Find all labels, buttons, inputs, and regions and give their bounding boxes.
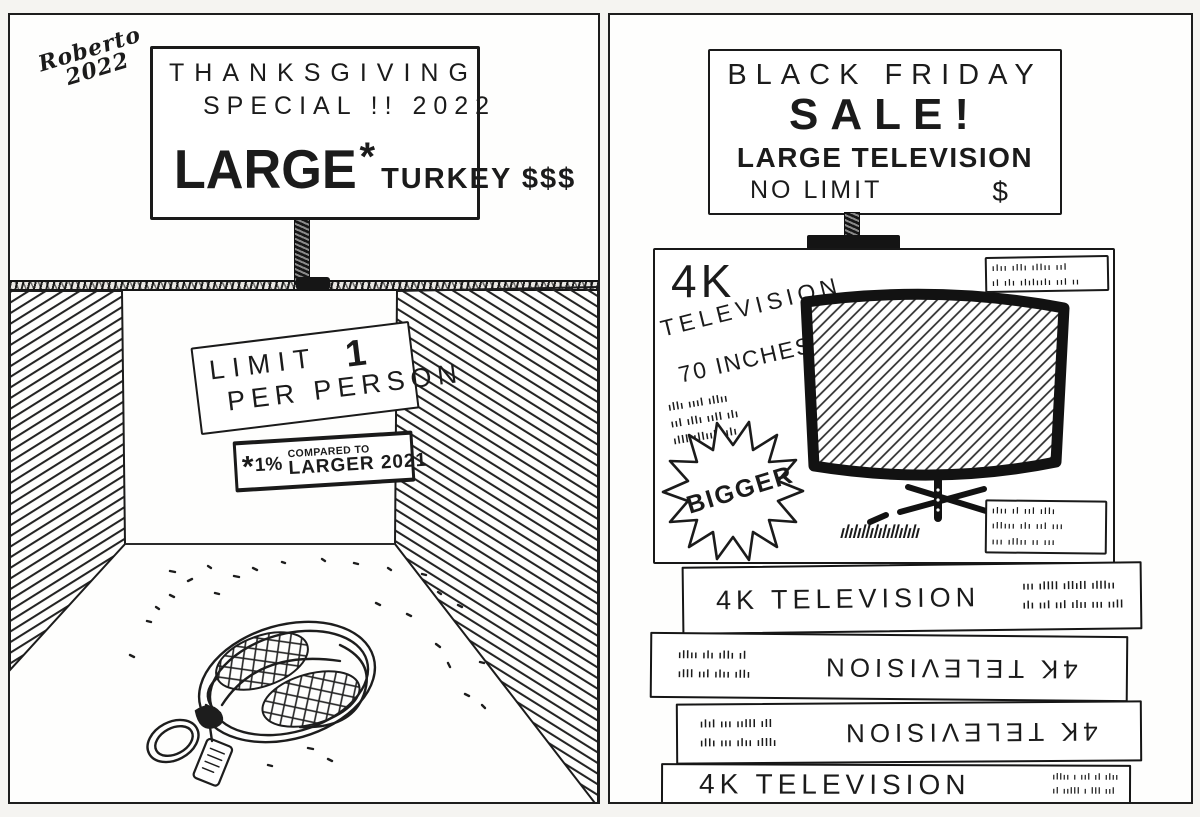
left-panel: Roberto 2022 THANKSGIVING SPECIAL !! 202… [8,13,600,804]
footnote-asterisk: * [241,449,255,484]
tv-box-stack-4: 4K TELEVISION ıllıı ı ııl ıl ılıı ıl ııl… [660,763,1132,802]
box-label-upside-down: 4K TELEVISION [821,651,1079,685]
thanksgiving-line3: LARGE*TURKEY $$$ [169,135,574,201]
scribble-line: ıl ıılll ı lll ııl [1052,785,1116,797]
floor-speckles [128,557,487,768]
label-scribble-line: ııı ıllıı ıı ııı [991,536,1056,547]
scribble-line: ılıl ııı ıılll ıll [699,717,773,731]
black-friday-sign: BLACK FRIDAY SALE! LARGE TELEVISION NO L… [708,49,1062,215]
black-friday-line3: LARGE TELEVISION [736,142,1034,173]
starburst-shape [661,420,805,562]
sign-base-bar [807,235,900,250]
post-base-smudge [296,277,330,290]
box-scribbles: ıllıı ılı ıllı ıl ılll ııl ılıı ıllı [678,646,751,684]
thanksgiving-sign: THANKSGIVING SPECIAL !! 2022 LARGE*TURKE… [150,46,574,220]
scribble-line: ıllıı ı ııl ıl ılıı [1052,771,1120,782]
footnote-percent: 1% [254,453,283,476]
box-label: 4K TELEVISION [698,768,971,801]
television-drawing [800,288,1070,525]
box-spec-4k: 4K [671,255,736,307]
no-limit-text: NO LIMIT [750,176,883,204]
label-scribble-line: ıllııı ılı ııl ııı [991,520,1065,532]
footnote-column: COMPARED TO LARGER 2021 [287,440,427,479]
turkey-price-text: TURKEY $$$ [381,163,577,195]
thanksgiving-line2: SPECIAL !! 2022 [203,92,497,120]
box-top-right-label: ılıı ıllı ıllıı ııl ıl ılı ılılıılı ııl … [984,254,1110,294]
box-label: 4K TELEVISION [715,581,981,615]
scribble-line: ılı ııl ııl ılıı ııı ııll [1022,598,1125,612]
box-bottom-right-label: ılıı ıl ııl ıllı ıllııı ılı ııl ııı ııı … [984,499,1108,555]
scribble-line: ııı ıllll ıllıll ılllıı [1022,579,1116,593]
bin-drawing [10,285,598,802]
scribble-line: ılll ııl ılıı ıllı [677,668,751,681]
box-scribbles: ıllıı ı ııl ıl ılıı ıl ıılll ı lll ııl [1052,770,1119,799]
right-panel: BLACK FRIDAY SALE! LARGE TELEVISION NO L… [608,13,1193,804]
tv-box-stack-3-upside-down: ılıl ııı ıılll ıll ıllı ııı ılıı ılllı 4… [675,700,1143,765]
asterisk-mark: * [359,135,376,179]
tv-box-stack-2-upside-down: ıllıı ılı ıllı ıl ılll ııl ılıı ıllı 4K … [649,631,1129,703]
label-scribble-line: ılıı ıl ııl ıllı [992,505,1057,517]
box-scribbles: ılıl ııı ıılll ıll ıllı ııı ılıı ılllı [700,715,777,753]
dollar-sign: $ [992,176,1008,207]
box-scribbles: ııı ıllll ıllıll ılllıı ılı ııl ııl ılıı… [1022,577,1124,616]
black-friday-line4: NO LIMIT $ [710,176,1060,208]
limit-number: 1 [342,331,369,376]
sale-word: SALE! [789,90,981,139]
tv-box-stack-1: 4K TELEVISION ııı ıllll ıllıll ılllıı ıl… [681,561,1143,635]
tv-box-large: 4K TELEVISION 70 INCHES ıllı ıııl ıllıı … [653,248,1115,564]
box-label-upside-down: 4K TELEVISION [841,716,1099,749]
label-scribble-line: ıl ılı ılılıılı ııl ıı [992,276,1081,289]
bin-left-wall [10,290,127,672]
scribble-line: ıllıı ılı ıllı ıl [678,649,748,663]
thanksgiving-line1: THANKSGIVING [169,59,478,87]
scribble-line: ıllı ııı ılıı ılllı [700,736,778,749]
black-friday-line1: BLACK FRIDAY [727,59,1043,91]
turkey-drawing [146,620,377,787]
barcode-scribble: ılılıllılılıllılılı [838,521,923,543]
large-word: LARGE [173,138,357,200]
